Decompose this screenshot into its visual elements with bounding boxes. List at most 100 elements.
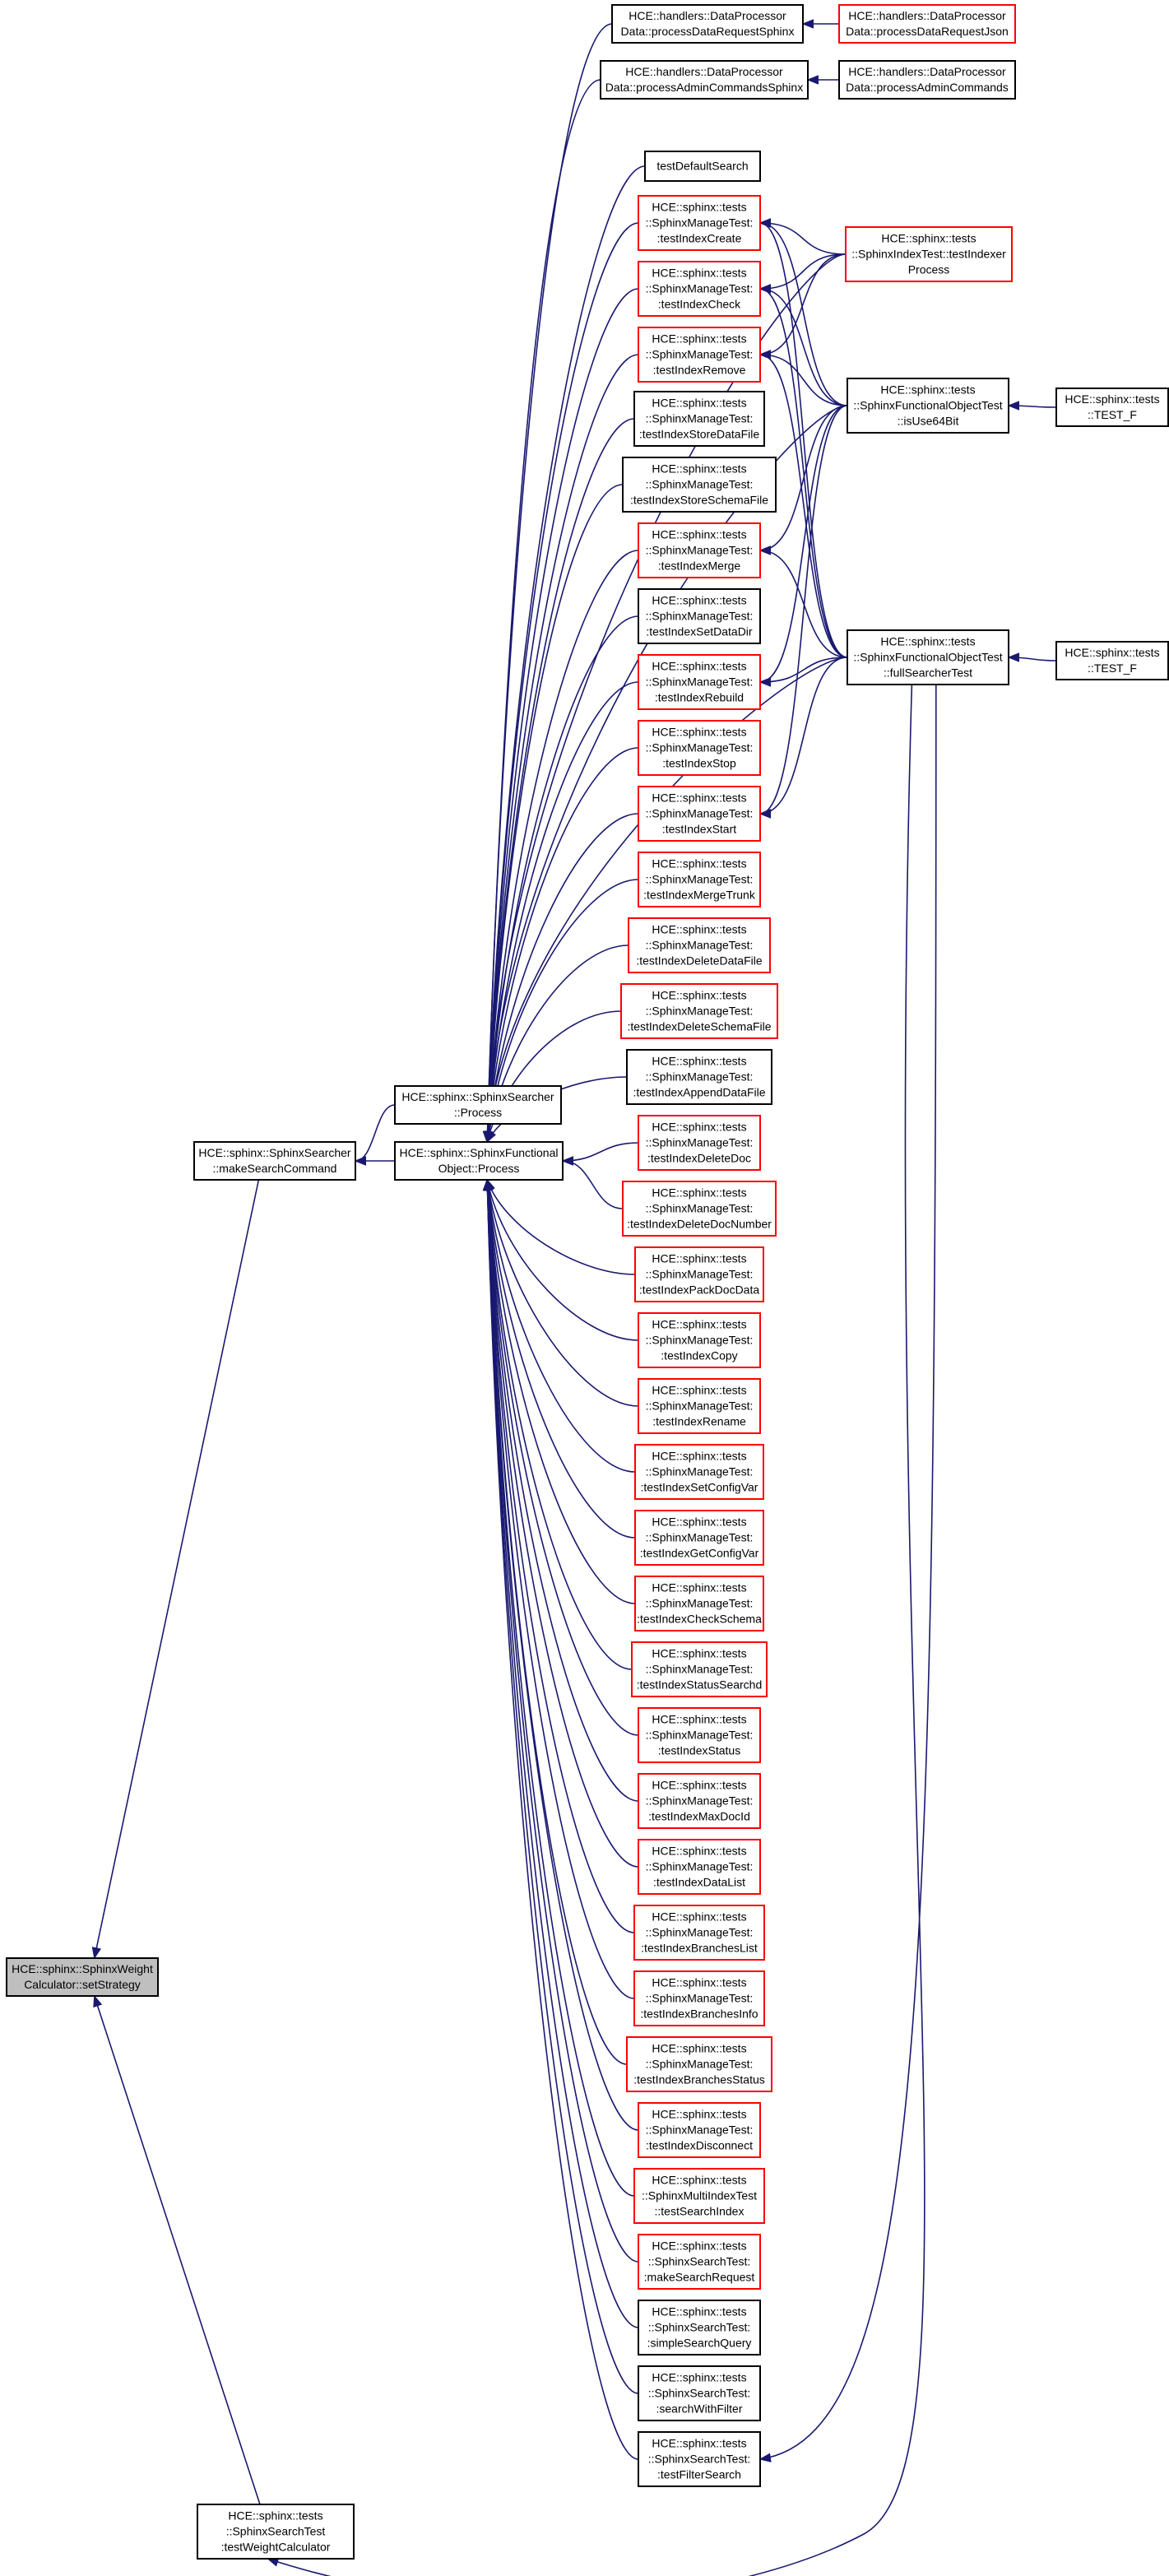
graph-node-testIndexBranchesStatus[interactable]: HCE::sphinx::tests::SphinxManageTest::te… (626, 2036, 772, 2092)
graph-node-testIndexDeleteDoc[interactable]: HCE::sphinx::tests::SphinxManageTest::te… (638, 1115, 761, 1171)
graph-node-isUse64Bit[interactable]: HCE::sphinx::tests::SphinxFunctionalObje… (847, 378, 1009, 434)
edge-testIndexCheck-to-sfoProcess (482, 288, 639, 1144)
graph-node-setStrategy[interactable]: HCE::sphinx::SphinxWeightCalculator::set… (6, 1957, 159, 1997)
graph-node-processAdminCommandsSphinx[interactable]: HCE::handlers::DataProcessorData::proces… (600, 60, 809, 100)
node-label-line: ::testSearchIndex (655, 2205, 745, 2218)
graph-node-testIndexStatus[interactable]: HCE::sphinx::tests::SphinxManageTest::te… (638, 1707, 761, 1763)
edge-arrow (482, 354, 639, 1144)
graph-node-testIndexDeleteDocNumber[interactable]: HCE::sphinx::tests::SphinxManageTest::te… (622, 1181, 777, 1237)
edge-testIndexGetConfigVar-to-sfoProcess (483, 1178, 636, 1539)
nodes-layer: HCE::sphinx::SphinxWeightCalculator::set… (6, 4, 1169, 2560)
edge-processAdminCommandsSphinx-to-sfoProcess (482, 79, 601, 1144)
node-label-line: HCE::sphinx::tests (880, 635, 975, 648)
node-box (638, 1378, 761, 1434)
graph-node-testIndexStart[interactable]: HCE::sphinx::tests::SphinxManageTest::te… (638, 786, 761, 842)
node-label-line: :testIndexAppendDataFile (633, 1086, 765, 1099)
node-label-line: :testFilterSearch (657, 2468, 741, 2481)
graph-node-testIndexDeleteDataFile[interactable]: HCE::sphinx::tests::SphinxManageTest::te… (628, 917, 771, 973)
graph-node-testIndexStop[interactable]: HCE::sphinx::tests::SphinxManageTest::te… (638, 720, 761, 776)
graph-node-testWeightCalculator[interactable]: HCE::sphinx::tests::SphinxSearchTest:tes… (197, 2504, 355, 2560)
graph-node-testIndexSetDataDir[interactable]: HCE::sphinx::tests::SphinxManageTest::te… (638, 588, 761, 644)
node-label-line: ::SphinxManageTest: (646, 1268, 754, 1281)
node-label-line: :testIndexDeleteDoc (647, 1152, 751, 1165)
graph-node-searcherProcess[interactable]: HCE::sphinx::SphinxSearcher::Process (394, 1085, 562, 1125)
graph-node-processDataRequestSphinx[interactable]: HCE::handlers::DataProcessorData::proces… (611, 4, 804, 44)
graph-node-testIndexCheck[interactable]: HCE::sphinx::tests::SphinxManageTest::te… (638, 261, 761, 317)
graph-node-testIndexGetConfigVar[interactable]: HCE::sphinx::tests::SphinxManageTest::te… (634, 1510, 764, 1566)
node-label-line: HCE::sphinx::tests (652, 201, 746, 214)
graph-node-testIndexMergeTrunk[interactable]: HCE::sphinx::tests::SphinxManageTest::te… (638, 852, 761, 907)
node-label-line: HCE::sphinx::tests (652, 332, 746, 346)
node-label-line: HCE::sphinx::tests (652, 1186, 746, 1200)
edge-arrow (1007, 401, 1057, 411)
graph-node-simpleSearchQuery[interactable]: HCE::sphinx::tests::SphinxSearchTest::si… (638, 2300, 761, 2356)
edge-fullSearcherTest-to-testIndexRemove (758, 350, 848, 658)
graph-node-testIndexRename[interactable]: HCE::sphinx::tests::SphinxManageTest::te… (638, 1378, 761, 1434)
node-label-line: HCE::sphinx::tests (881, 232, 976, 245)
edge-arrow (482, 1178, 639, 2394)
node-label-line: HCE::sphinx::tests (652, 462, 746, 476)
edges-layer (91, 19, 1057, 2576)
graph-node-sfoProcess[interactable]: HCE::sphinx::SphinxFunctionalObject::Pro… (394, 1141, 564, 1181)
graph-node-testIndexDataList[interactable]: HCE::sphinx::tests::SphinxManageTest::te… (638, 1839, 761, 1895)
graph-node-testF2[interactable]: HCE::sphinx::tests::TEST_F (1055, 641, 1169, 680)
node-label-line: :testIndexRemove (653, 364, 746, 377)
node-label-line: :testWeightCalculator (221, 2541, 331, 2554)
graph-node-processAdminCommands[interactable]: HCE::handlers::DataProcessorData::proces… (838, 60, 1016, 100)
node-label-line: ::SphinxFunctionalObjectTest (853, 651, 1002, 664)
node-label-line: HCE::sphinx::SphinxFunctional (400, 1146, 559, 1159)
edge-fullSearcherTest-to-testWeightCalculator (267, 684, 925, 2576)
graph-node-testIndexMaxDocId[interactable]: HCE::sphinx::tests::SphinxManageTest::te… (638, 1773, 761, 1829)
graph-node-testIndexDisconnect[interactable]: HCE::sphinx::tests::SphinxManageTest::te… (638, 2102, 761, 2158)
node-box (633, 1970, 765, 2026)
graph-node-testIndexStoreDataFile[interactable]: HCE::sphinx::tests::SphinxManageTest::te… (633, 391, 765, 447)
graph-node-testIndexSetConfigVar[interactable]: HCE::sphinx::tests::SphinxManageTest::te… (634, 1444, 764, 1500)
node-label-line: ::SphinxSearchTest: (648, 2453, 751, 2466)
edge-arrow (486, 1178, 636, 1275)
node-box (644, 151, 761, 182)
edge-testIndexStatusSearchd-to-sfoProcess (483, 1178, 633, 1670)
edge-fullSearcherTest-to-testIndexRebuild (758, 657, 848, 687)
node-label-line: ::SphinxManageTest: (646, 1202, 754, 1215)
graph-node-processDataRequestJson[interactable]: HCE::handlers::DataProcessorData::proces… (838, 4, 1016, 44)
node-label-line: ::SphinxManageTest: (646, 610, 754, 623)
graph-node-testIndexBranchesInfo[interactable]: HCE::sphinx::tests::SphinxManageTest::te… (633, 1970, 765, 2026)
node-label-line: ::SphinxMultiIndexTest (642, 2189, 757, 2202)
graph-node-testIndexMerge[interactable]: HCE::sphinx::tests::SphinxManageTest::te… (638, 522, 761, 578)
graph-node-testIndexStatusSearchd[interactable]: HCE::sphinx::tests::SphinxManageTest::te… (631, 1641, 768, 1697)
graph-node-testSearchIndex[interactable]: HCE::sphinx::tests::SphinxMultiIndexTest… (633, 2168, 765, 2224)
graph-node-testIndexRebuild[interactable]: HCE::sphinx::tests::SphinxManageTest::te… (638, 654, 761, 710)
graph-node-searchWithFilter[interactable]: HCE::sphinx::tests::SphinxSearchTest::se… (638, 2365, 761, 2421)
graph-node-testIndexAppendDataFile[interactable]: HCE::sphinx::tests::SphinxManageTest::te… (626, 1049, 772, 1105)
edge-testIndexSetConfigVar-to-sfoProcess (483, 1178, 636, 1473)
graph-node-testF1[interactable]: HCE::sphinx::tests::TEST_F (1055, 388, 1169, 427)
graph-node-testIndexPackDocData[interactable]: HCE::sphinx::tests::SphinxManageTest::te… (634, 1246, 764, 1302)
graph-node-testIndexerProcess[interactable]: HCE::sphinx::tests::SphinxIndexTest::tes… (845, 226, 1013, 282)
edge-testIndexPackDocData-to-sfoProcess (486, 1178, 636, 1275)
edge-testF2-to-fullSearcherTest (1007, 652, 1057, 662)
graph-node-fullSearcherTest[interactable]: HCE::sphinx::tests::SphinxFunctionalObje… (847, 629, 1009, 685)
graph-node-testIndexCopy[interactable]: HCE::sphinx::tests::SphinxManageTest::te… (638, 1312, 761, 1368)
graph-node-testIndexRemove[interactable]: HCE::sphinx::tests::SphinxManageTest::te… (638, 327, 761, 383)
node-label-line: HCE::sphinx::tests (228, 2509, 322, 2523)
node-box (600, 60, 809, 100)
graph-node-makeSearchCommand[interactable]: HCE::sphinx::SphinxSearcher::makeSearchC… (193, 1141, 356, 1181)
graph-node-makeSearchRequest[interactable]: HCE::sphinx::tests::SphinxSearchTest::ma… (638, 2234, 761, 2290)
node-box (611, 4, 804, 44)
node-label-line: :testIndexSetDataDir (646, 625, 753, 638)
edge-arrow (482, 288, 639, 1144)
graph-node-testIndexDeleteSchemaFile[interactable]: HCE::sphinx::tests::SphinxManageTest::te… (620, 983, 778, 1039)
graph-node-testIndexBranchesList[interactable]: HCE::sphinx::tests::SphinxManageTest::te… (633, 1905, 765, 1961)
graph-node-testIndexStoreSchemaFile[interactable]: HCE::sphinx::tests::SphinxManageTest::te… (622, 457, 777, 513)
node-box (626, 1049, 772, 1105)
graph-node-testIndexCreate[interactable]: HCE::sphinx::tests::SphinxManageTest::te… (638, 195, 761, 251)
edge-testIndexStop-to-sfoProcess (483, 747, 639, 1144)
node-label-line: :testIndexBranchesStatus (633, 2073, 765, 2086)
node-label-line: Data::processDataRequestJson (846, 25, 1009, 38)
edge-testIndexRemove-to-sfoProcess (482, 354, 639, 1144)
graph-node-testDefaultSearch[interactable]: testDefaultSearch (644, 151, 761, 182)
graph-node-testIndexCheckSchema[interactable]: HCE::sphinx::tests::SphinxManageTest::te… (634, 1576, 764, 1631)
node-label-line: :testIndexDeleteSchemaFile (627, 1020, 771, 1033)
node-label-line: Object::Process (438, 1162, 520, 1175)
graph-node-testFilterSearch[interactable]: HCE::sphinx::tests::SphinxSearchTest::te… (638, 2431, 761, 2487)
